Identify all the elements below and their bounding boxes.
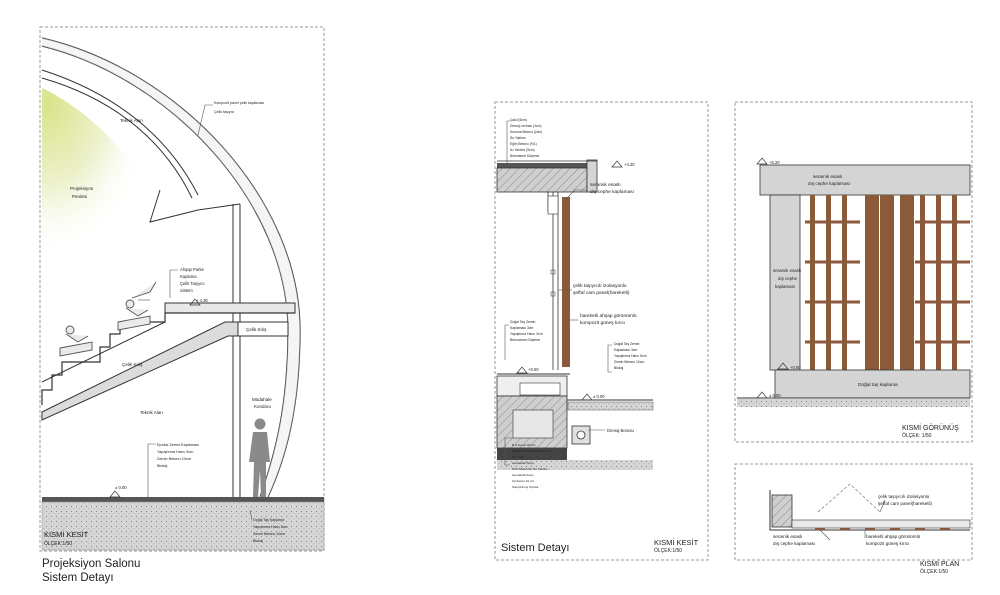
wood-louver (562, 197, 570, 367)
found-note-4: Blokaj (253, 539, 263, 543)
right-floor-2: Kaplaması 3cm (614, 348, 638, 352)
floor-note-4: Blokaj (157, 464, 167, 468)
panel-3-sheet-scale: ÖLÇEK: 1/50 (902, 432, 932, 439)
found-layer-8: Sıkıştırılmış Toprak (512, 485, 539, 489)
cladding-note-2: dış cephe kaplaması (590, 189, 634, 195)
level-ground: ± 0.00 (115, 485, 127, 490)
elevation-louvers (810, 195, 957, 370)
drain-label: Drenaj Borusu (607, 428, 634, 433)
label-technical-area-top: Teknik Alan (120, 118, 143, 123)
wood-note-1: hareketli ahşap görünümlü (580, 313, 637, 319)
person-silhouette (249, 418, 270, 497)
dome-inner-arc (41, 45, 289, 498)
roof-layer-6: Isı Yalıtımı (5cm) (510, 148, 535, 152)
glass-note-2: şeffaf cam panel(hareketli) (573, 290, 630, 296)
label-technical-area-bottom: Teknik Alan (140, 410, 163, 415)
wood-note-2: kompozit güneş kırıcı (580, 320, 625, 326)
roof-layer-1: Çakıl (5cm) (510, 118, 527, 122)
elev-level-top: +5.20 (769, 160, 780, 165)
elev-level-ground: ± 0.00 (769, 393, 781, 398)
found-layer-7: Grobeton 10 cm (512, 479, 535, 483)
right-floor-4: Zemin Betonu 10cm (614, 360, 645, 364)
panel-1-sheet-scale: ÖLÇEK:1/50 (44, 540, 72, 547)
found-layer-3: P.E. Örtü (512, 455, 525, 459)
elev-side-clad-1: seramik esaslı (773, 268, 801, 273)
found-note-3: Zemin Betonu 10cm (253, 532, 285, 536)
roof-note-1: Kompozit panel çelik kaplaması (214, 101, 264, 105)
elev-stone: Doğal taş kaplama (858, 382, 898, 388)
elev-top-clad-2: dış cephe kaplaması (808, 181, 850, 186)
caption-projection-hall: Projeksiyon Salonu (42, 558, 141, 570)
panel-1-sheet-title: KISMİ KESİT (44, 530, 89, 539)
panel-4-frame (734, 463, 973, 561)
plan-wood-2: kompozit güneş kırıcı (866, 541, 909, 546)
projection-light (42, 88, 160, 256)
right-floor-3: Yapıştırma Harcı 5cm (614, 354, 647, 358)
left-floor-4: Betonarme Döşeme (510, 338, 540, 342)
parquet-note-4: Sistem (180, 288, 193, 293)
panel-4-sheet-title: KISMİ PLAN (920, 559, 959, 568)
floor-note-1: Epoksi Zemin Kaplaması (157, 443, 199, 447)
plan-clad-2: dış cephe kaplaması (773, 541, 815, 546)
floor-note-2: Yapıştırma Harcı 5cm (157, 450, 193, 454)
elev-top-clad-1: seramik esaslı (813, 174, 842, 179)
label-intervention-1: Müdahale (252, 397, 272, 402)
plan-glass-1: çelik taşıyıcılı izolasyonlu (878, 494, 930, 499)
parquet-note-1: Ahşap Parke (180, 267, 205, 272)
panel-3-partial-elevation: +5.20 seramik esaslı dış cephe kaplaması… (734, 101, 973, 443)
floor-note-3: Zemin Betonu 10cm (157, 457, 191, 461)
panel-3-sheet-title: KISMİ GÖRÜNÜŞ (902, 423, 959, 432)
left-floor-3: Yapıştırma Harcı 3cm (510, 332, 543, 336)
cladding-note-1: seramik esaslı (590, 182, 621, 188)
level-top: +4.20 (624, 162, 635, 167)
caption-system-detail: Sistem Detayı (42, 572, 114, 584)
level-mid: +0.60 (528, 367, 539, 372)
parquet-note-2: Kaplama (180, 274, 197, 279)
panel-1-frame (39, 26, 325, 552)
level-ground: ± 0.00 (593, 394, 605, 399)
level-top: + 4.30 (196, 298, 208, 303)
panel-4-sheet-scale: ÖLÇEK:1/50 (920, 568, 948, 575)
panel-1-projection-hall-section: Teknik Alan Projeksiyon Perdesi Kompozit… (39, 26, 325, 552)
found-note-2: Yapıştırma Harcı 5cm (253, 525, 287, 529)
found-layer-2: Dolgulu Koruma Betonu 4cm (512, 449, 552, 453)
found-layer-5: PVC Membran Su Yalıtımı (512, 467, 548, 471)
panel-2-sheet-title: KISMİ KESİT (654, 538, 699, 547)
elev-side-clad-2: dış cephe (778, 276, 798, 281)
glass-note-1: çelik taşıyıcılı izolasyonlu (573, 283, 627, 289)
right-floor-1: Doğal Taş Zemin (614, 342, 639, 346)
plan-wood-1: hareketli ahşap görünümlü (866, 534, 921, 539)
label-steel-beam-box: Çelik Kiriş (246, 327, 267, 332)
label-projection-screen-1: Projeksiyon (70, 186, 94, 191)
roof-layer-4: Su Yalıtımı (510, 136, 526, 140)
panel-2-system-detail-section: Çakıl (5cm) Drenaj Levhası (2cm) Koruma … (494, 101, 709, 561)
plan-clad-1: seramik esaslı (773, 534, 802, 539)
panel-3-frame (734, 101, 973, 443)
label-projection-screen-2: Perdesi (72, 194, 87, 199)
roof-layer-5: Eğim Betonu (%1) (510, 142, 537, 146)
found-layer-1: B.A.Temel 60 cm (512, 443, 536, 447)
left-floor-1: Doğal Taş Zemin (510, 320, 535, 324)
label-steel-beam-stair: Çelik Kiriş (122, 362, 143, 367)
roof-layer-2: Drenaj Levhası (2cm) (510, 124, 542, 128)
panel-2-caption: Sistem Detayı (501, 542, 569, 554)
label-intervention-2: Kondoru (254, 404, 272, 409)
roof-note-2: Çelik taşıyıcı (214, 110, 234, 114)
found-layer-4: Geotekstil Keçe (512, 461, 534, 465)
left-floor-2: Kaplaması 3cm (510, 326, 534, 330)
found-note-1: Doğal Taş Kaplama (253, 518, 284, 522)
elev-level-mid: +0.60 (790, 365, 801, 370)
right-floor-5: Blokaj (614, 366, 623, 370)
found-layer-6: Geotekstil Keçe (512, 473, 534, 477)
plan-glass-2: şeffaf cam panel(hareketli) (878, 501, 933, 506)
elev-side-clad-3: kaplaması (775, 284, 795, 289)
parquet-note-3: Çelik Taşıyıcı (180, 281, 205, 286)
panel-2-sheet-scale: ÖLÇEK:1/50 (654, 547, 682, 554)
roof-layer-3: Koruma Betonu (2cm) (510, 130, 542, 134)
panel-2-frame (494, 101, 709, 561)
panel-4-partial-plan: çelik taşıyıcılı izolasyonlu şeffaf cam … (734, 463, 973, 575)
roof-layer-7: Betonarme Döşeme (510, 154, 539, 158)
